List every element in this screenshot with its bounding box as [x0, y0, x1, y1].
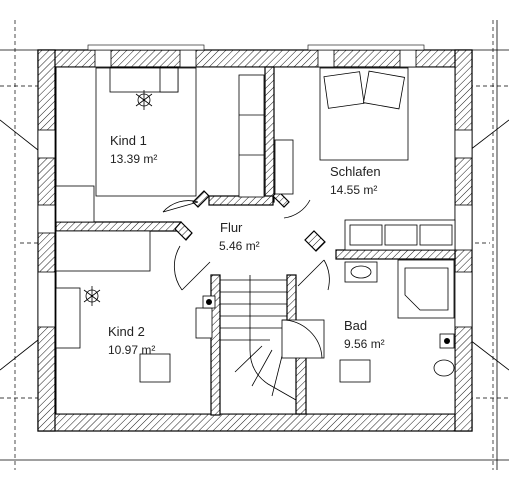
room-area-flur: 5.46 m²: [219, 239, 260, 253]
room-name-kind2: Kind 2: [108, 324, 145, 339]
windows: [37, 44, 473, 328]
room-area-schlafen: 14.55 m²: [330, 183, 377, 197]
room-area-kind1: 13.39 m²: [110, 152, 157, 166]
room-name-flur: Flur: [220, 220, 243, 235]
room-area-bad: 9.56 m²: [344, 337, 385, 351]
room-labels: Kind 1 13.39 m² Schlafen 14.55 m² Flur 5…: [108, 133, 385, 357]
door-swings: [162, 199, 330, 291]
bad-furniture: [281, 259, 455, 383]
schlafen-furniture: [274, 67, 456, 251]
room-area-kind2: 10.97 m²: [108, 343, 155, 357]
stairs: [220, 275, 297, 401]
room-name-schlafen: Schlafen: [330, 164, 381, 179]
kind2-furniture: [55, 230, 216, 383]
room-name-kind1: Kind 1: [110, 133, 147, 148]
room-name-bad: Bad: [344, 318, 367, 333]
kind1-furniture: [55, 67, 265, 223]
